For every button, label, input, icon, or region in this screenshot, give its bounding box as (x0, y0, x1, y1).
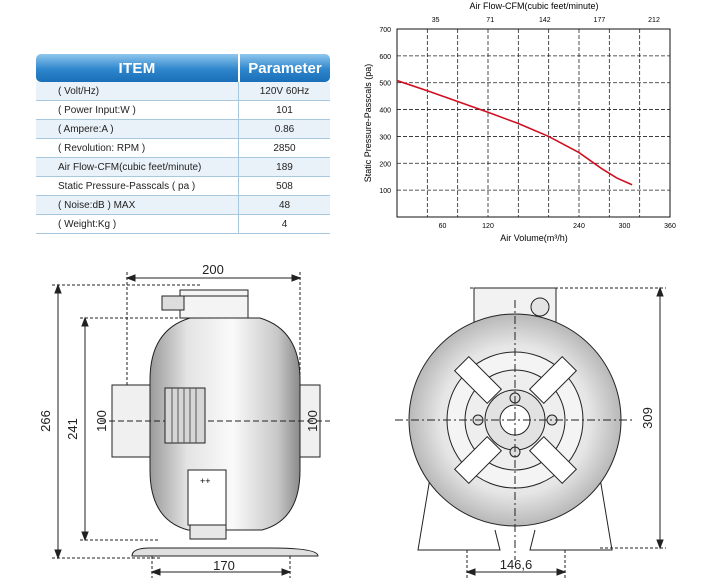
y-tick-label: 600 (379, 54, 391, 61)
spec-value: 4 (238, 215, 330, 233)
spec-value: 101 (238, 101, 330, 119)
x-tick-label: 240 (573, 223, 585, 230)
spec-row: ( Noise:dB ) MAX 48 (36, 196, 330, 215)
top-tick-label: 71 (486, 17, 494, 24)
spec-value: 120V 60Hz (238, 82, 330, 100)
chart-title: Air Flow-CFM(cubic feet/minute) (469, 1, 598, 11)
spec-item: ( Weight:Kg ) (58, 218, 117, 230)
y-tick-label: 400 (379, 108, 391, 115)
spec-item: ( Revolution: RPM ) (58, 142, 146, 154)
spec-row: ( Revolution: RPM ) 2850 (36, 139, 330, 158)
top-tick-label: 212 (648, 17, 660, 24)
x-tick-label: 120 (482, 223, 494, 230)
spec-row: ( Power Input:W ) 101 (36, 101, 330, 120)
dim-side-base: 170 (213, 558, 235, 573)
y-tick-label: 700 (379, 27, 391, 34)
dim-front-height: 309 (640, 407, 655, 429)
performance-curve (396, 79, 633, 186)
header-parameter: Parameter (248, 59, 322, 77)
y-tick-label: 500 (379, 81, 391, 88)
spec-value: 189 (238, 158, 330, 176)
spec-value: 508 (238, 177, 330, 195)
dim-front-base: 146,6 (500, 557, 533, 572)
svg-text:++: ++ (200, 476, 211, 486)
header-separator (238, 54, 240, 82)
top-tick-label: 142 (539, 17, 551, 24)
spec-table: ITEM Parameter ( Volt/Hz)120V 60Hz( Powe… (36, 54, 330, 234)
dim-side-height-inner: 241 (65, 418, 80, 440)
dim-side-inlet-left: 100 (94, 410, 109, 432)
dim-side-width: 200 (202, 262, 224, 277)
spec-row: Static Pressure-Passcals ( pa ) 508 (36, 177, 330, 196)
spec-row: Air Flow-CFM(cubic feet/minute) 189 (36, 158, 330, 177)
header-item: ITEM (118, 59, 156, 77)
performance-chart: 100 200 300 400 500 600 700 60 120 240 300 360 35 71 1… (363, 1, 676, 243)
spec-item: ( Volt/Hz) (58, 85, 100, 97)
x-axis-label: Air Volume(m³/h) (500, 233, 568, 243)
spec-item: ( Noise:dB ) MAX (58, 199, 136, 211)
y-tick-label: 300 (379, 134, 391, 141)
side-view: ++ (52, 272, 330, 578)
spec-value: 2850 (238, 139, 330, 157)
spec-row: ( Volt/Hz) 120V 60Hz (36, 82, 330, 101)
spec-item: Air Flow-CFM(cubic feet/minute) (58, 161, 202, 173)
dim-side-height-outer: 266 (38, 410, 53, 432)
top-tick-label: 177 (594, 17, 606, 24)
spec-value: 48 (238, 196, 330, 214)
spec-value: 0.86 (238, 120, 330, 138)
spec-row: ( Ampere:A ) 0.86 (36, 120, 330, 139)
spec-item: ( Ampere:A ) (58, 123, 114, 135)
y-axis-label: Static Pressure-Passcals (pa) (363, 64, 373, 183)
spec-item: Static Pressure-Passcals ( pa ) (58, 180, 196, 192)
y-tick-label: 200 (379, 161, 391, 168)
y-tick-label: 100 (379, 188, 391, 195)
front-view (395, 286, 666, 578)
x-tick-label: 360 (664, 223, 676, 230)
plot-frame (396, 28, 671, 218)
spec-table-header: ITEM Parameter (36, 54, 330, 82)
dim-side-inlet-right: 100 (305, 410, 320, 432)
spec-item: ( Power Input:W ) (58, 104, 136, 116)
x-tick-label: 300 (619, 223, 631, 230)
x-tick-label: 60 (439, 223, 447, 230)
top-tick-label: 35 (432, 17, 440, 24)
spec-row: ( Weight:Kg ) 4 (36, 215, 330, 234)
